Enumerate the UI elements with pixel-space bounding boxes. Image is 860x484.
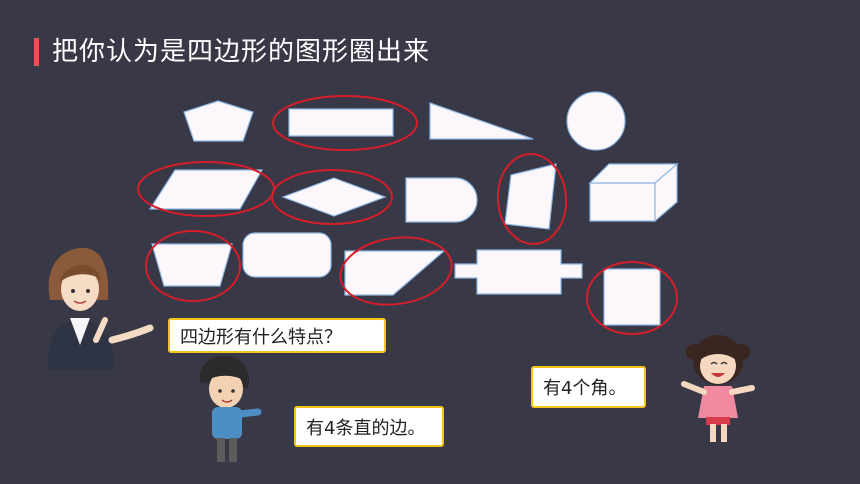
quadrilateral-shape (504, 163, 557, 230)
circle-mark-trapezoid (145, 230, 241, 302)
cross-shape (454, 249, 583, 295)
title-accent-bar (34, 38, 39, 66)
parallelogram-shape (148, 169, 264, 210)
pentagon-shape (183, 100, 254, 142)
teacher-question-text: 四边形有什么特点？ (180, 326, 342, 348)
boy-illustration (199, 355, 262, 462)
circle-shape (566, 91, 626, 151)
d-shape (405, 177, 478, 223)
rhombus-shape (281, 177, 387, 217)
teacher-speech-bubble: 四边形有什么特点？ (168, 318, 386, 353)
circle-mark-right-trapezoid (339, 236, 453, 306)
circle-mark-square (586, 261, 678, 335)
slide-title: 把你认为是四边形的图形圈出来 (52, 37, 431, 67)
circle-mark-rectangle (272, 95, 418, 151)
trapezoid-shape (151, 243, 233, 287)
rectangle-shape (288, 108, 394, 137)
boy-answer-text: 有4条直的边。 (306, 417, 426, 439)
rounded-rectangle-shape (242, 232, 332, 278)
girl-speech-bubble: 有4个角。 (531, 366, 646, 408)
boy-speech-bubble: 有4条直的边。 (294, 406, 444, 447)
square-shape (603, 268, 661, 326)
circle-mark-rhombus (271, 169, 393, 225)
right-trapezoid-shape (344, 250, 446, 296)
circle-mark-quadrilateral (496, 153, 568, 245)
girl-answer-text: 有4个角。 (543, 378, 627, 399)
cuboid-shape (588, 162, 679, 223)
girl-illustration (681, 335, 755, 442)
right-triangle-shape (429, 102, 534, 140)
teacher-illustration (47, 247, 154, 370)
